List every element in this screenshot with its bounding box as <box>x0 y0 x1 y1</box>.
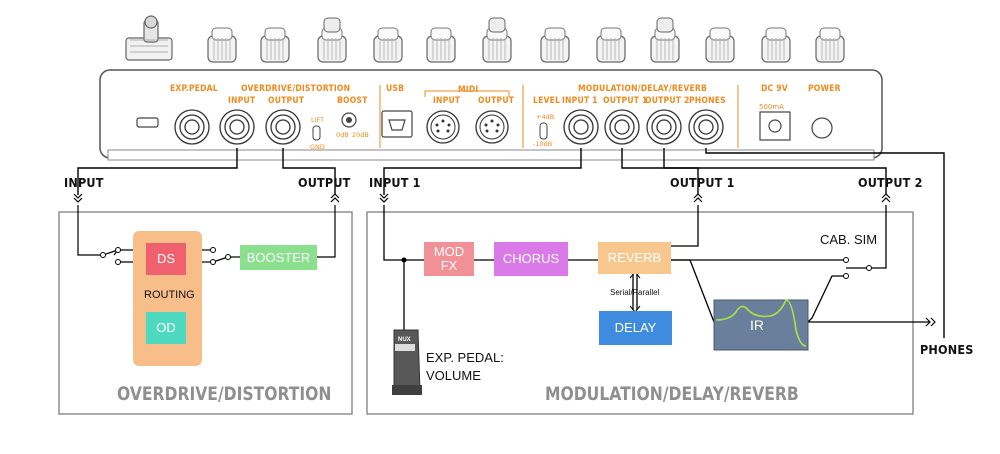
audio-jack <box>219 109 255 145</box>
exp-pedal-graphic <box>392 329 422 395</box>
top-knob <box>650 27 680 63</box>
midi-port <box>426 110 460 144</box>
label-boost-0db: 0dB <box>336 131 349 139</box>
label-midi-input: INPUT <box>433 96 461 106</box>
top-knob <box>373 27 403 63</box>
label-level-minus: -10dB <box>533 140 553 148</box>
top-knob <box>761 27 791 63</box>
label-boost-20db: 20dB <box>352 131 369 139</box>
label-boost: BOOST <box>337 96 368 106</box>
cab-sim-label: CAB. SIM <box>820 232 878 247</box>
tall-knob-cap <box>656 17 674 33</box>
label-od-output: OUTPUT <box>268 96 305 106</box>
routing-label: ROUTING <box>144 289 195 301</box>
io-mod-output2: OUTPUT 2 <box>858 175 923 190</box>
label-power: POWER <box>808 84 841 94</box>
io-mod-input1: INPUT 1 <box>369 175 421 190</box>
chevron-up-icon <box>330 193 340 203</box>
audio-jack <box>174 109 210 145</box>
exp-caption-line2: VOLUME <box>426 368 481 383</box>
top-knob <box>705 27 735 63</box>
reverb-block: REVERB <box>598 242 671 274</box>
label-exp-pedal: EXP.PEDAL <box>170 84 218 94</box>
label-level: LEVEL <box>533 96 561 106</box>
tall-knob-cap <box>323 17 341 33</box>
chevron-up-icon <box>693 193 703 203</box>
label-od-input: INPUT <box>228 96 256 106</box>
ir-block: IR <box>750 317 764 333</box>
pedal-brand-logo: NUX <box>398 337 411 343</box>
label-mod-output1: OUTPUT 1 <box>603 96 648 106</box>
io-phones: PHONES <box>920 342 974 357</box>
delay-block: DELAY <box>599 311 672 345</box>
chevron-up-icon <box>881 193 891 203</box>
label-midi-output: OUTPUT <box>478 96 515 106</box>
label-midi: MIDI <box>458 85 479 95</box>
tall-knob-cap <box>488 17 506 33</box>
exp-caption-line1: EXP. PEDAL: <box>426 350 504 365</box>
top-knob <box>317 27 347 63</box>
top-knob <box>540 27 570 63</box>
chevron-down-icon <box>379 193 389 203</box>
io-mod-output1: OUTPUT 1 <box>670 175 735 190</box>
serial-parallel-label: Serial/Parallel <box>610 288 660 297</box>
chevron-down-icon <box>73 193 83 203</box>
label-gnd: GND <box>310 143 325 151</box>
booster-block: BOOSTER <box>240 245 317 270</box>
label-usb: USB <box>386 84 405 94</box>
io-od-input: INPUT <box>64 175 104 190</box>
label-level-plus: +4dB <box>536 113 555 121</box>
label-mod-section: MODULATION/DELAY/REVERB <box>578 84 708 94</box>
od-block: OD <box>146 312 186 344</box>
top-knob <box>426 27 456 63</box>
top-knob <box>482 27 512 63</box>
label-dc: DC 9V <box>761 84 788 94</box>
label-mod-output2: OUTPUT 2 <box>645 96 690 106</box>
audio-jack <box>265 109 301 145</box>
ds-block: DS <box>146 243 186 275</box>
top-knob <box>596 27 626 63</box>
label-lift: LIFT <box>311 116 325 124</box>
label-phones: PHONES <box>689 96 726 106</box>
label-dc-current: 500mA <box>759 103 784 111</box>
audio-jack <box>563 109 599 145</box>
od-section-title: OVERDRIVE/DISTORTION <box>117 383 332 405</box>
mod-fx-block: MOD FX <box>424 242 474 276</box>
top-knob <box>207 27 237 63</box>
audio-jack <box>604 109 640 145</box>
label-mod-input1: INPUT 1 <box>562 96 598 106</box>
top-knob <box>815 27 845 63</box>
audio-jack <box>688 109 724 145</box>
panel-knobs <box>207 17 845 63</box>
io-od-output: OUTPUT <box>298 175 351 190</box>
mod-section-title: MODULATION/DELAY/REVERB <box>545 383 799 405</box>
label-od-section: OVERDRIVE/DISTORTION <box>241 84 351 94</box>
audio-jack <box>646 109 682 145</box>
chorus-block: CHORUS <box>494 242 568 276</box>
midi-port <box>475 110 509 144</box>
top-knob <box>260 27 290 63</box>
panel-jacks <box>174 109 724 145</box>
